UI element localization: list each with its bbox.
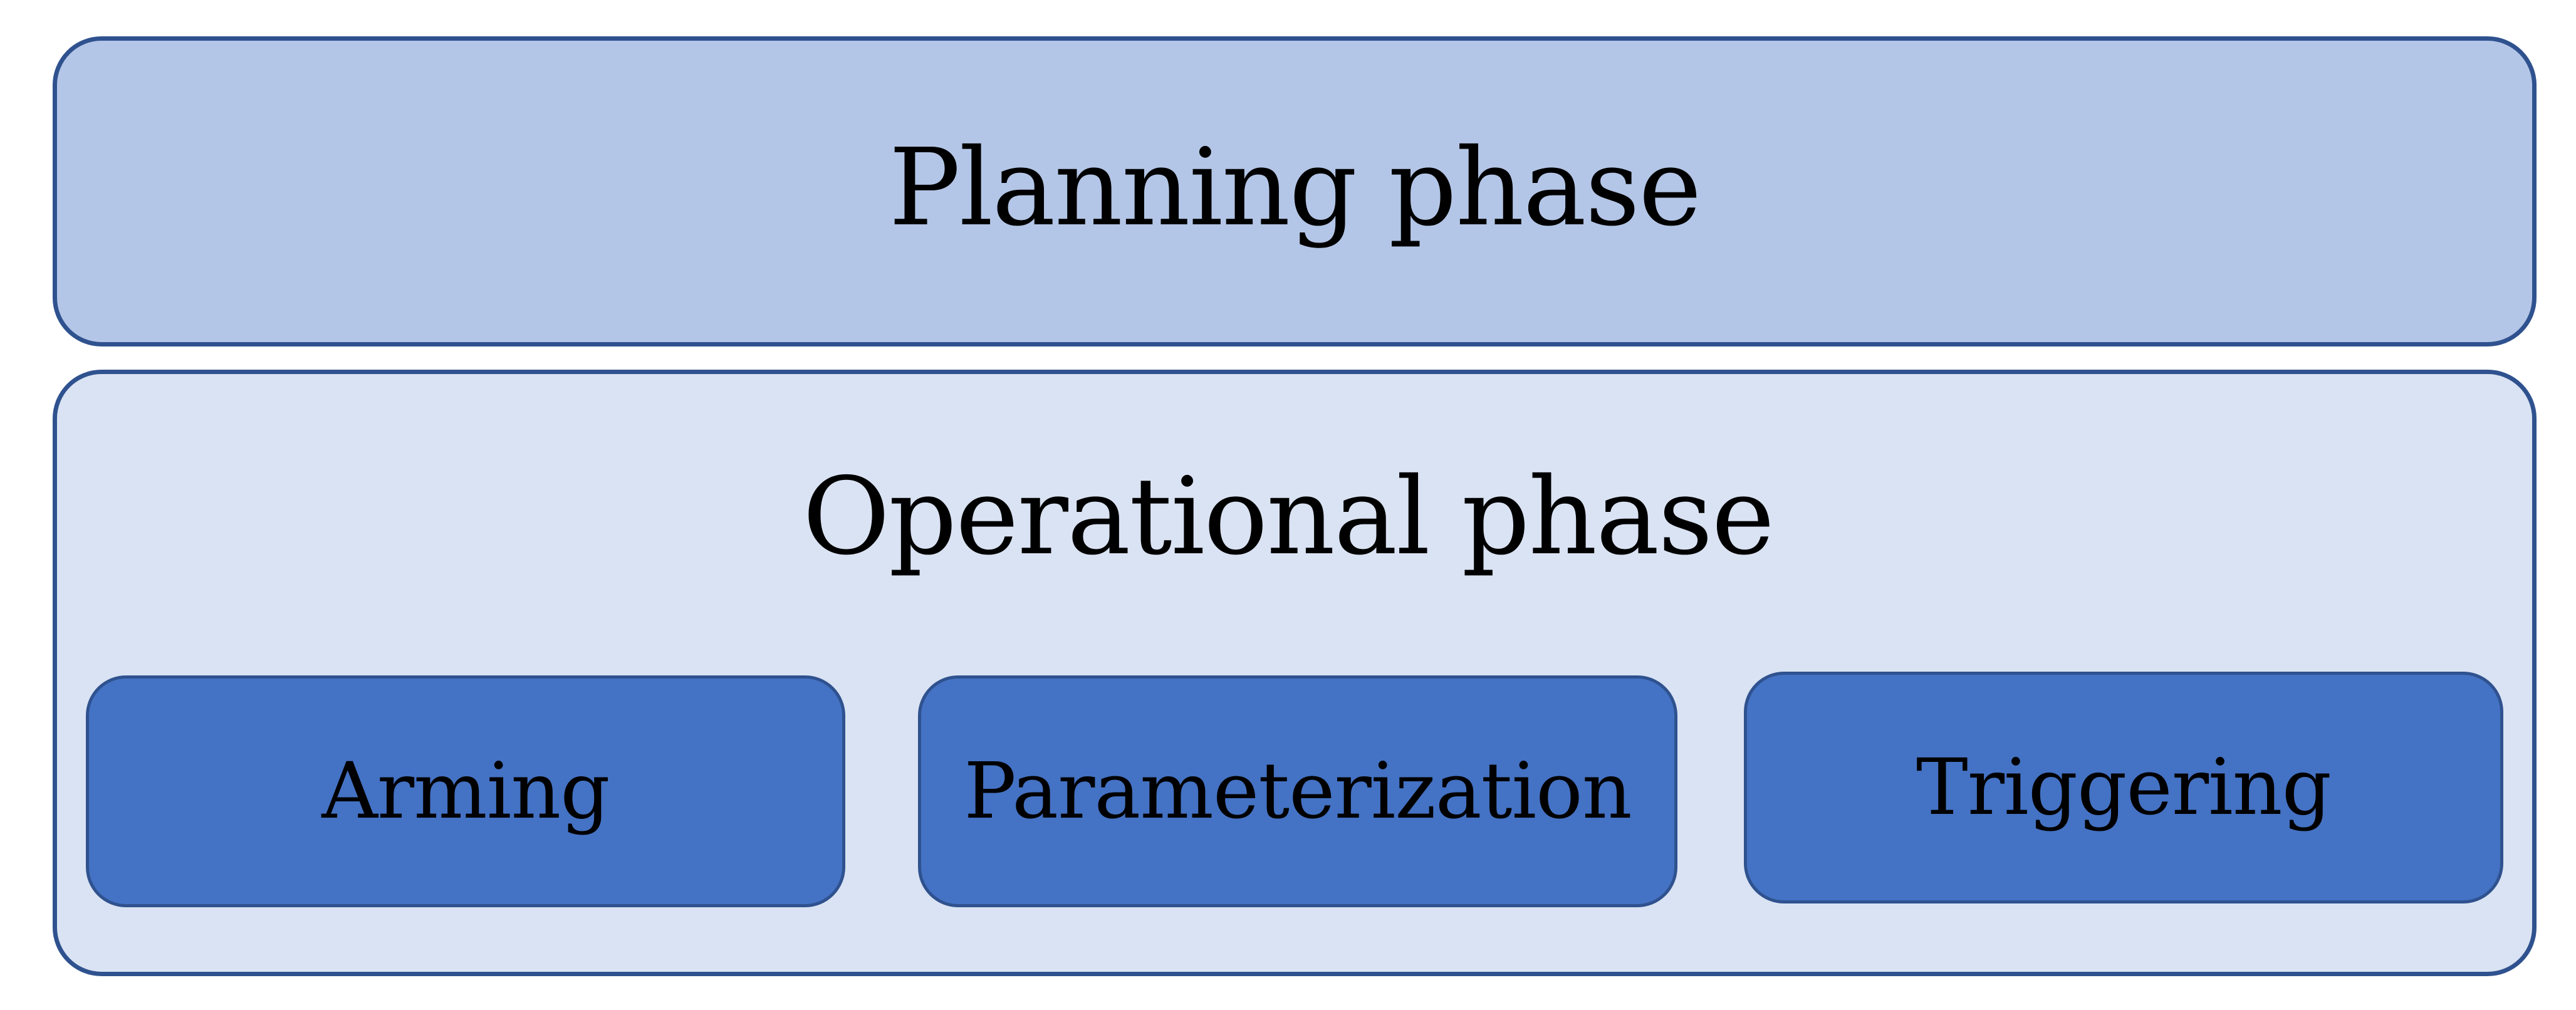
parameterization-step-label: Parameterization bbox=[964, 746, 1632, 836]
triggering-step-box: Triggering bbox=[1744, 672, 2503, 903]
arming-step-label: Arming bbox=[321, 746, 610, 836]
planning-phase-box: Planning phase bbox=[53, 36, 2537, 346]
operational-phase-label: Operational phase bbox=[802, 455, 1775, 579]
planning-phase-label: Planning phase bbox=[889, 125, 1701, 250]
parameterization-step-box: Parameterization bbox=[918, 675, 1677, 907]
arming-step-box: Arming bbox=[86, 675, 845, 907]
triggering-step-label: Triggering bbox=[1916, 742, 2332, 833]
